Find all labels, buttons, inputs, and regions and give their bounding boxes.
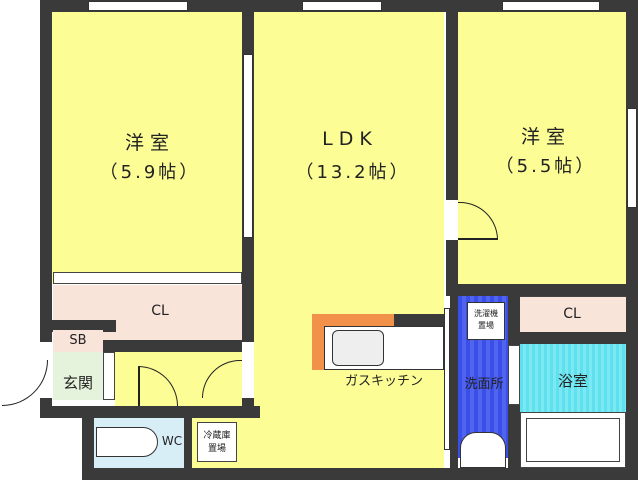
kitchen-top	[312, 314, 394, 326]
washbasin	[460, 432, 506, 468]
fridge-label-2: 置場	[207, 444, 226, 454]
bathroom-floor	[520, 344, 626, 412]
kitchen-wall	[394, 314, 444, 326]
wall-ldk-room2	[446, 0, 458, 200]
wall-right	[626, 0, 638, 480]
western-room-1-floor	[52, 12, 244, 284]
room-2-name: 洋室	[520, 126, 571, 148]
wall-bottom	[82, 468, 638, 480]
ldk-name: LDK	[322, 128, 378, 150]
wall-closet1-bottom	[103, 340, 254, 352]
wall-room1-ldk-lower	[242, 398, 254, 418]
bathtub-inner	[526, 418, 620, 462]
kitchen-partition	[444, 308, 450, 450]
closet-2-label: CL	[563, 306, 581, 322]
entrance-label: 玄関	[62, 374, 93, 392]
washroom-label: 洗面所	[464, 377, 504, 392]
wall-left	[40, 0, 52, 342]
kitchen-label: ガスキッチン	[344, 374, 423, 389]
shoe-box-label: SB	[69, 333, 87, 348]
ldk-door-opening	[242, 342, 254, 398]
ldk-size: （13.2帖）	[295, 162, 411, 183]
wall-closet2-bottom	[508, 332, 638, 344]
sink	[332, 330, 384, 366]
washer-label-2: 置場	[478, 321, 494, 330]
closet-2	[520, 297, 626, 332]
ldk-floor	[254, 12, 444, 468]
window-room1-top	[88, 1, 188, 11]
closet-1-doors	[53, 272, 242, 284]
bath-door[interactable]	[508, 345, 520, 405]
room-1-size: （5.9帖）	[99, 162, 201, 183]
room-1-name: 洋室	[124, 132, 175, 154]
entrance-floor	[53, 352, 103, 400]
closet-1-ext	[115, 285, 242, 342]
window-room2-top	[502, 1, 600, 11]
washer-space	[467, 302, 505, 340]
wall-wc-right	[184, 406, 192, 468]
toilet-label: WC	[161, 434, 183, 448]
wall-wc-left	[82, 406, 94, 480]
toilet-fixture	[96, 427, 158, 457]
window-room2-right	[627, 108, 637, 208]
closet-1-lower-wall-left	[40, 320, 116, 332]
window-ldk-top	[302, 1, 382, 11]
shoe-box	[53, 330, 103, 352]
fridge-label-1: 冷蔵庫	[203, 431, 231, 441]
sliding-door-room1[interactable]	[243, 54, 253, 238]
washer-label-1: 洗濯機	[474, 309, 498, 318]
fridge-space	[197, 422, 237, 462]
room2-door-opening	[446, 200, 458, 240]
wall-wash-ldk	[450, 296, 458, 480]
kitchen-backsplash	[312, 314, 324, 370]
wall-room2-bottom	[446, 284, 638, 296]
wall-bottom-left	[40, 406, 190, 418]
room-2-size: （5.5帖）	[495, 156, 597, 177]
wall-fridge-top	[184, 406, 260, 418]
wall-ldk-room2-lower	[446, 240, 458, 296]
closet-1-label: CL	[151, 303, 169, 319]
entrance-step	[103, 352, 115, 400]
bathroom-label: 浴室	[557, 372, 588, 390]
